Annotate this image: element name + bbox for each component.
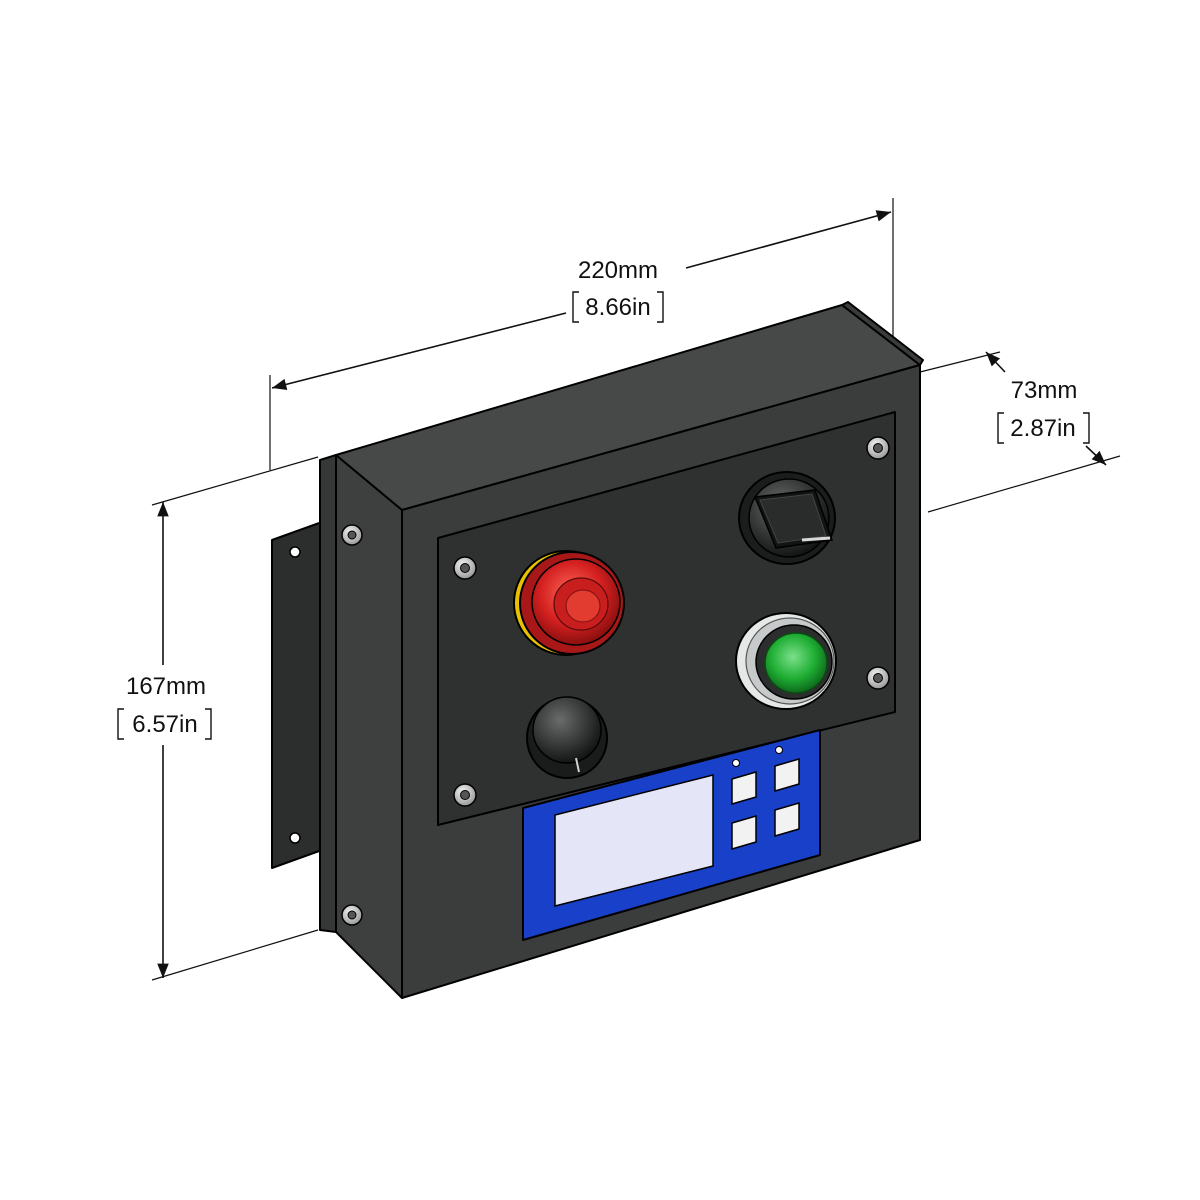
height-dimension: 167mm 6.57in bbox=[117, 456, 319, 981]
mounting-hole-bottom bbox=[289, 832, 301, 844]
height-extension-bottom bbox=[151, 929, 319, 981]
depth-dimension-line-top bbox=[985, 351, 1006, 373]
height-bracket-left bbox=[117, 708, 124, 740]
hmi-key-2[interactable] bbox=[774, 758, 800, 792]
faceplate-screw-bottom-left bbox=[453, 783, 477, 807]
hmi-indicator-right bbox=[775, 746, 783, 754]
enclosure-left-flange bbox=[319, 454, 337, 933]
width-dimension-line-right bbox=[685, 210, 892, 269]
hmi-key-1[interactable] bbox=[731, 771, 757, 805]
width-inch-label: 8.66in bbox=[585, 294, 650, 321]
height-extension-top bbox=[151, 456, 319, 506]
hmi-key-4[interactable] bbox=[774, 802, 800, 837]
side-screw-top bbox=[341, 524, 363, 546]
height-inch-label: 6.57in bbox=[132, 711, 197, 738]
mounting-hole-top bbox=[289, 546, 301, 558]
faceplate-screw-top-right bbox=[866, 436, 890, 460]
depth-extension-bottom bbox=[927, 455, 1121, 513]
faceplate-screw-bottom-right bbox=[866, 666, 890, 690]
faceplate-screw-top-left bbox=[453, 556, 477, 580]
depth-inch-label: 2.87in bbox=[1010, 415, 1075, 442]
hmi-indicator-left bbox=[732, 759, 740, 767]
mounting-bracket bbox=[271, 521, 323, 869]
hmi-screen bbox=[554, 774, 714, 907]
emergency-stop-button-icon[interactable] bbox=[513, 550, 625, 656]
depth-bracket-left bbox=[997, 412, 1004, 444]
green-pushbutton-icon[interactable] bbox=[735, 612, 837, 710]
width-bracket-left bbox=[572, 291, 579, 323]
depth-bracket-right bbox=[1083, 412, 1090, 444]
enclosure-top-lip bbox=[841, 301, 924, 366]
depth-mm-label: 73mm bbox=[1011, 377, 1078, 404]
depth-dimension-line-bottom bbox=[1085, 445, 1107, 466]
height-mm-label: 167mm bbox=[126, 673, 206, 700]
width-dimension: 220mm 8.66in bbox=[269, 198, 894, 470]
hmi-key-3[interactable] bbox=[731, 815, 757, 850]
depth-dimension: 73mm 2.87in bbox=[919, 351, 1121, 513]
side-screw-bottom bbox=[341, 904, 363, 926]
potentiometer-knob-icon[interactable] bbox=[526, 696, 608, 779]
hmi-display-icon[interactable] bbox=[522, 729, 821, 941]
rotary-selector-switch-icon[interactable] bbox=[738, 471, 836, 565]
width-mm-label: 220mm bbox=[578, 257, 658, 284]
width-dimension-line-left bbox=[271, 312, 567, 391]
width-bracket-right bbox=[657, 291, 664, 323]
height-bracket-right bbox=[205, 708, 212, 740]
